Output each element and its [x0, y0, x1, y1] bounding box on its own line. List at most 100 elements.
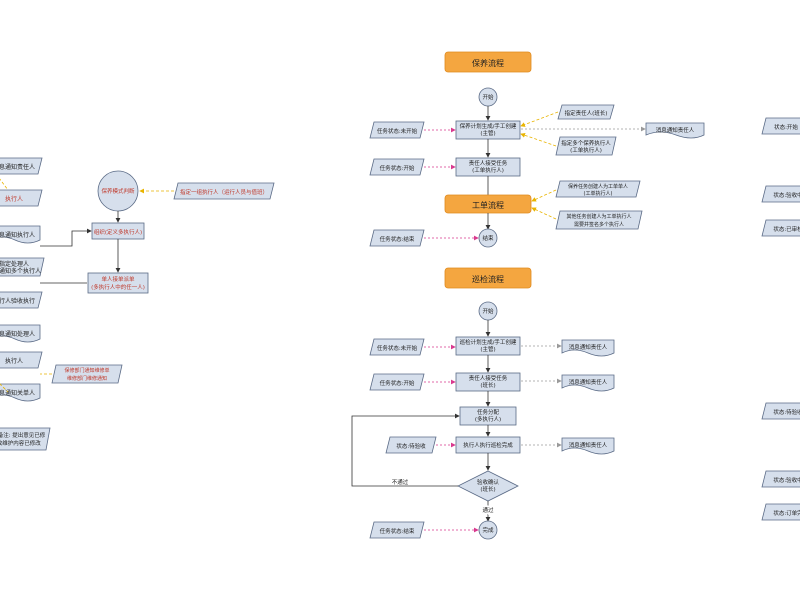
maintenance-status-2 [369, 158, 425, 176]
inspection-dispatch-text: (多执行人) [475, 415, 501, 423]
left-item-shape [0, 257, 45, 277]
inspection-notify-text: 消息通知责任人 [569, 343, 608, 351]
maintenance-notify-note [645, 122, 705, 139]
left-item-text: 消息通知处理人 [0, 330, 35, 338]
inspection-status-text: 任务状态:结束 [380, 527, 415, 535]
right-item-text: 状态:已审核 [773, 225, 800, 233]
maintenance-banner-text: 保养流程 [472, 58, 504, 68]
maintenance-note-connector [520, 133, 557, 147]
right-item [761, 470, 800, 488]
maintenance-note-connector [520, 111, 559, 127]
left-item-shape [0, 324, 41, 343]
left-box-1-text: 组织(定义多执行人) [94, 228, 142, 236]
maintenance-note-text: 指定多个保养执行人 [561, 139, 611, 147]
inspection-assign-task-text: (班长) [480, 381, 495, 389]
left-item-shape [0, 157, 43, 175]
inspection-status-3 [385, 436, 437, 454]
maintenance-create-task-text: 保养计划生成/手工创建 [460, 122, 517, 130]
left-note-red-text: 保修部门通知维修单 [64, 367, 109, 374]
maintenance-status-1 [369, 121, 425, 139]
maintenance-flow: 保养流程 开始 保养计划生成/手工创建 (主管) 责任人接受任务 (工单执行人)… [369, 51, 705, 248]
maintenance-status-3 [369, 229, 425, 247]
right-item [761, 185, 800, 203]
left-box-2-text: 单人接单派单 [101, 275, 135, 283]
inspection-status-text: 状态:待验收 [396, 442, 426, 450]
left-item-text: 执行人 [5, 357, 23, 365]
left-note-red [51, 364, 123, 384]
inspection-create-task-text: (主管) [480, 345, 495, 353]
inspection-status-1 [369, 338, 425, 356]
left-item-shape [0, 291, 43, 309]
workorder-banner-text: 工单流程 [472, 200, 504, 210]
left-item-text: 修改维护内容已修改 [0, 439, 41, 447]
maintenance-note-text: 指定责任人(班长) [565, 109, 608, 117]
workorder-note-text: (工单执行人) [584, 190, 613, 197]
maintenance-note-1 [557, 104, 615, 120]
maintenance-end [478, 228, 498, 248]
left-note-top [173, 182, 275, 200]
inspection-flow: 巡检流程 开始 巡检计划生成/手工创建 (主管) 责任人接受任务 (班长) 任务… [351, 267, 615, 540]
left-item-text: 完成备注: 提出意见已修 [0, 431, 46, 439]
inspection-status-2 [369, 373, 425, 391]
maintenance-banner [444, 51, 532, 73]
right-item-text: 状态:验收中 [773, 191, 800, 199]
left-item-shape [0, 383, 41, 402]
workorder-note-1 [555, 180, 641, 198]
inspection-assign-task-text: 责任人接受任务 [469, 374, 508, 382]
right-item [761, 117, 800, 135]
left-item-text: 消息通知关单人 [0, 389, 35, 397]
maintenance-status-text: 任务状态:开始 [380, 164, 415, 172]
workorder-note-connector [531, 207, 557, 220]
inspection-notify-text: 消息通知责任人 [569, 378, 608, 386]
inspection-execute-text: 执行人执行巡检完成 [463, 441, 513, 449]
inspection-notify-1 [561, 339, 615, 357]
inspection-reject-label: 不通过 [392, 478, 409, 486]
right-item-text: 状态:订单完 [773, 509, 800, 517]
maintenance-status-text: 任务状态:未开始 [377, 127, 418, 135]
right-item-text: 状态:验收中 [773, 476, 800, 484]
inspection-pass-label: 通过 [482, 506, 494, 514]
workorder-note-text: 其他任务创建人为工单执行人 [566, 213, 631, 220]
left-item-shape [0, 427, 51, 451]
left-item-shape [0, 225, 41, 244]
left-note-top-text: 指定一组执行人（运行人员与值班） [180, 188, 268, 196]
maintenance-status-text: 任务状态:结束 [380, 235, 415, 243]
maintenance-note-text: 消息通知责任人 [656, 126, 695, 134]
inspection-complete-text: 完成 [482, 526, 494, 534]
inspection-reject-loop [351, 413, 460, 487]
left-circle-label: 保养模式判断 [101, 187, 135, 195]
inspection-notify-3 [561, 437, 615, 455]
inspection-status-4 [369, 521, 425, 539]
inspection-accept-text: (班长) [480, 485, 495, 493]
inspection-notify-text: 消息通知责任人 [569, 441, 608, 449]
right-item-text: 状态:开始 [774, 123, 798, 131]
maintenance-note-2 [555, 136, 617, 156]
workorder-note-2 [555, 210, 643, 230]
maintenance-assign-task-text: 责任人接受任务 [469, 159, 508, 167]
inspection-dispatch-text: 任务分配 [477, 408, 500, 416]
left-item-shape [0, 351, 43, 369]
inspection-banner-text: 巡检流程 [472, 274, 504, 284]
inspection-accept-text: 验收确认 [477, 478, 500, 486]
inspection-complete [478, 520, 498, 540]
workorder-note-connector [531, 189, 557, 202]
right-item-text: 状态:待验收 [773, 408, 800, 416]
inspection-banner [444, 267, 532, 289]
left-item-text: 执行人 [5, 195, 23, 203]
left-status-items: 消息通知责任人 执行人 消息通知执行人 指定处理人 消息通知多个执行人 执行人验… [0, 157, 51, 451]
inspection-accept-diamond [457, 470, 519, 502]
right-flow: 状态:开始 状态:验收中 状态:已审核 状态:待验收 状态:验收中 状态:订单完 [761, 117, 800, 521]
inspection-status-text: 任务状态:未开始 [377, 344, 418, 352]
left-item-text: 消息通知执行人 [0, 231, 35, 239]
left-item-shape [0, 189, 43, 207]
inspection-start-text: 开始 [482, 307, 494, 315]
left-note-red-text: 维修部门维修通知 [67, 375, 107, 382]
left-item-text: 指定处理人 [0, 260, 29, 268]
left-item-text: 消息通知责任人 [0, 163, 35, 171]
maintenance-assign-task-text: (工单执行人) [472, 166, 504, 174]
inspection-status-text: 任务状态:开始 [380, 379, 415, 387]
workorder-note-text: 保养任务创建人为工单单人 [568, 183, 628, 190]
left-flow: 消息通知责任人 执行人 消息通知执行人 指定处理人 消息通知多个执行人 执行人验… [0, 157, 275, 451]
left-connector [40, 228, 92, 247]
